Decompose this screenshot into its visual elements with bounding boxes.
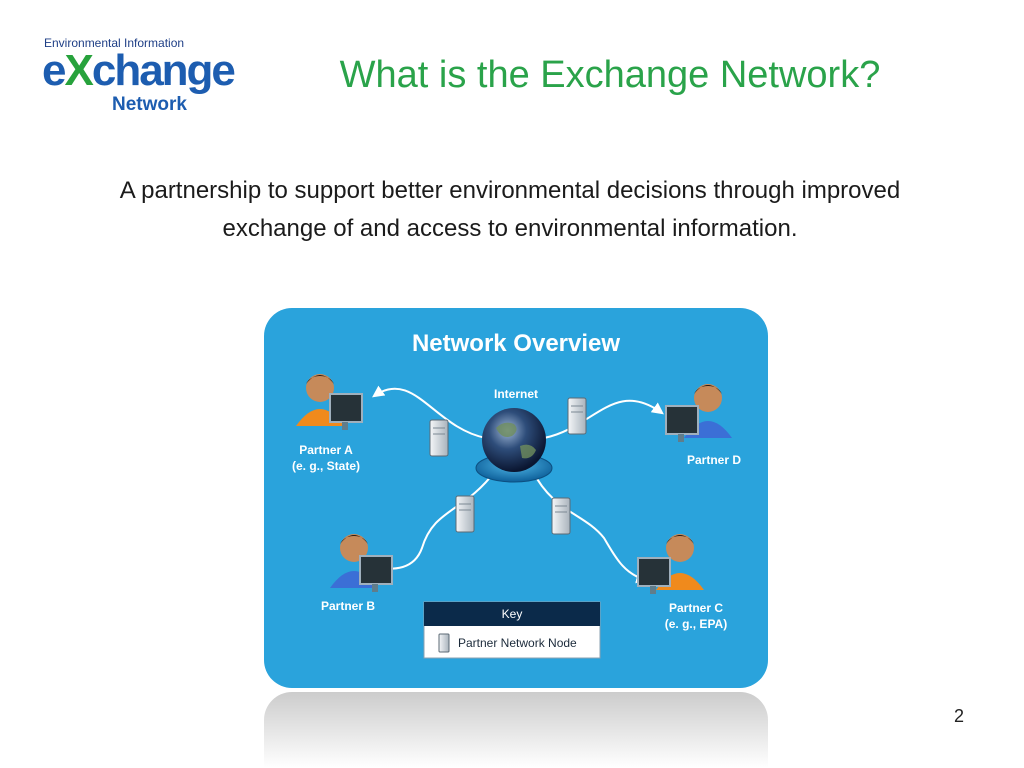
- logo-x: X: [64, 46, 93, 95]
- partner-a-label: Partner A (e. g., State): [291, 443, 360, 473]
- exchange-network-logo: Environmental Information eXchange Netwo…: [40, 34, 236, 118]
- partner-a-icon: [296, 374, 363, 430]
- key-server-icon: [438, 633, 450, 653]
- key-box: [423, 601, 601, 659]
- partner-d-icon: [665, 384, 732, 442]
- slide-body: A partnership to support better environm…: [119, 177, 901, 242]
- page-number: 2: [953, 706, 964, 726]
- partner-b-label: Partner B: [320, 599, 376, 613]
- logo-network: Network: [112, 94, 187, 115]
- logo-wordmark: eXchange: [42, 46, 236, 96]
- panel-reflection: [264, 692, 768, 768]
- server-node-b: [455, 495, 475, 533]
- server-node-a: [429, 419, 449, 457]
- server-node-c: [551, 497, 571, 535]
- logo-e: e: [42, 46, 67, 95]
- network-diagram-svg: [296, 374, 732, 659]
- key-title: Key: [501, 607, 523, 621]
- partner-b-icon: [330, 534, 393, 592]
- diagram-title: Network Overview: [411, 330, 621, 357]
- partner-c-icon: [637, 534, 704, 594]
- slide-title: What is the Exchange Network?: [339, 54, 881, 96]
- partner-d-label: Partner D: [686, 453, 742, 467]
- link-c: [531, 469, 649, 584]
- key-item-label: Partner Network Node: [458, 636, 577, 650]
- logo-change: change: [91, 46, 236, 95]
- link-d: [543, 399, 664, 439]
- globe-icon: [482, 408, 546, 472]
- link-b: [373, 469, 497, 576]
- network-overview-panel: Network Overview Internet Partner A (e. …: [264, 308, 768, 688]
- server-node-d: [567, 397, 587, 435]
- link-a: [372, 385, 487, 439]
- partner-c-label: Partner C (e. g., EPA): [664, 601, 728, 631]
- internet-label: Internet: [493, 387, 538, 401]
- logo-tagline: Environmental Information: [44, 36, 185, 50]
